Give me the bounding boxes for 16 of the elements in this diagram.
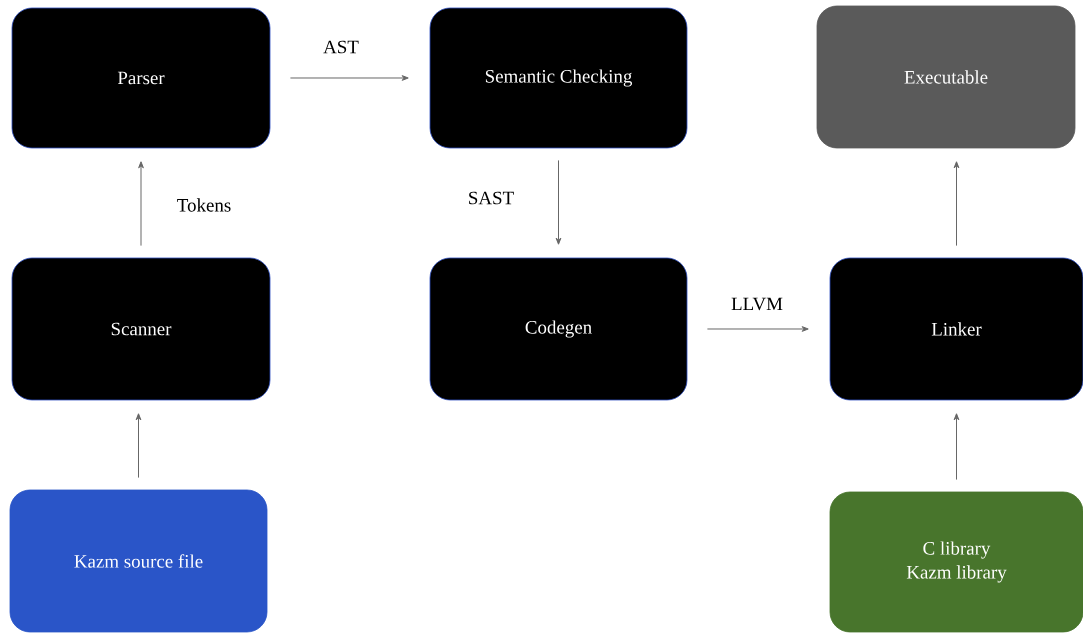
process-box: Semantic Checking: [429, 7, 688, 149]
process-box: Codegen: [429, 257, 688, 401]
edge-label: Tokens: [175, 197, 233, 213]
arrow: [953, 161, 960, 247]
process-box: Executable: [816, 5, 1076, 149]
arrow: [138, 161, 144, 247]
process-box: Parser: [11, 7, 271, 149]
arrow: [555, 159, 562, 245]
arrow: [953, 413, 960, 481]
arrow: [289, 75, 409, 81]
arrow: [135, 413, 142, 479]
process-box: Linker: [829, 257, 1083, 401]
process-box: Kazm source file: [9, 489, 268, 633]
process-box: Scanner: [11, 257, 271, 401]
process-box: C library Kazm library: [829, 491, 1083, 633]
arrow: [706, 326, 809, 332]
